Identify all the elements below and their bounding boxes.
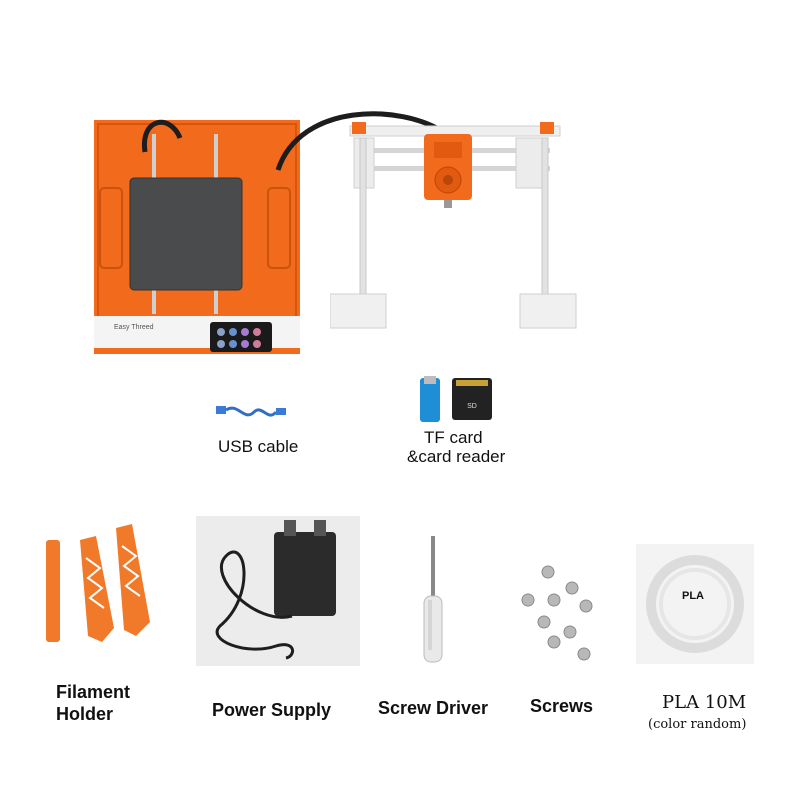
usb-cable-icon <box>216 406 286 417</box>
pla-label: PLA 10M <box>662 692 747 713</box>
power-supply-photo <box>196 516 360 666</box>
nozzle-head-icon <box>424 134 472 208</box>
screw-driver-icon <box>423 536 443 663</box>
brand-text: Easy Threed <box>114 324 154 331</box>
pla-filament-photo: PLA <box>636 544 754 664</box>
print-bed <box>130 178 242 290</box>
power-supply-icon <box>215 520 336 660</box>
control-panel-icon <box>210 322 272 352</box>
svg-text:SD: SD <box>467 403 477 410</box>
printer-body-icon <box>94 120 300 354</box>
gantry-frame-icon <box>330 122 577 329</box>
filament-holder-label-2: Holder <box>56 704 114 724</box>
tf-card-icon: SD <box>420 376 492 422</box>
tf-card-label-2: &card reader <box>407 447 506 466</box>
screws-label: Screws <box>530 696 594 716</box>
pla-spool-icon <box>646 555 744 653</box>
filament-holder-icon <box>46 524 150 642</box>
tf-card-label-1: TF card <box>424 428 483 447</box>
usb-cable-label: USB cable <box>218 437 299 456</box>
screw-driver-label: Screw Driver <box>378 698 489 718</box>
power-supply-label: Power Supply <box>212 700 332 720</box>
screws-icon <box>521 565 593 661</box>
filament-tube-icon <box>141 111 447 171</box>
printer-body: Easy Threed <box>94 120 300 356</box>
filament-holder-label-1: Filament <box>56 682 131 702</box>
pla-spool-tag: PLA <box>682 590 704 602</box>
pla-sublabel: (color random) <box>648 717 747 732</box>
